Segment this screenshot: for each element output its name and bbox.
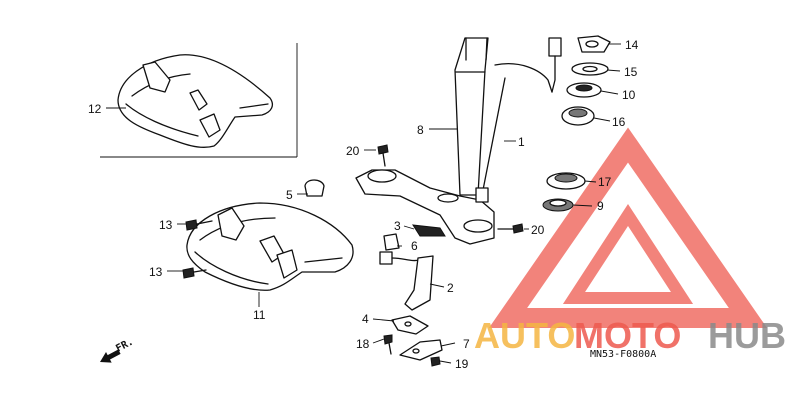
- watermark-word-a: AUTO: [474, 315, 575, 356]
- wire-harness-part: [475, 37, 562, 203]
- callout-1: 1: [518, 135, 525, 149]
- screw-part-19: [430, 356, 441, 367]
- callout-6: 6: [411, 239, 418, 253]
- adjusting-nut-part: [566, 82, 602, 98]
- cable-guide-part: [412, 224, 446, 237]
- callout-16: 16: [612, 115, 626, 129]
- callout-17: 17: [598, 175, 612, 189]
- bracket-part-7: [399, 339, 443, 361]
- leader-lines: [106, 43, 621, 364]
- front-arrow-icon: [100, 349, 121, 363]
- fender-main-part: [186, 202, 354, 291]
- callout-7: 7: [463, 337, 470, 351]
- bolt-part-13-lower: [182, 267, 207, 279]
- callout-18: 18: [356, 337, 370, 351]
- watermark-text: AUTO MOTO HUB: [474, 315, 786, 356]
- bearing-race-part: [546, 172, 586, 190]
- bracket-part-4: [391, 315, 429, 335]
- callout-10: 10: [622, 88, 636, 102]
- bolt-part-20-upper: [377, 144, 389, 167]
- callout-13-upper: 13: [159, 218, 173, 232]
- lock-washer-part: [571, 62, 609, 76]
- screw-part-18: [383, 334, 393, 355]
- steering-bearing-part: [542, 198, 574, 212]
- callout-20-upper: 20: [346, 144, 360, 158]
- callout-13-lower: 13: [149, 265, 163, 279]
- callout-11: 11: [253, 308, 266, 322]
- callout-12: 12: [88, 102, 102, 116]
- callout-8: 8: [417, 123, 424, 137]
- inset-frame: [100, 43, 298, 158]
- stem-nut-part: [577, 35, 611, 53]
- watermark-word-c: HUB: [708, 315, 786, 356]
- part-code: MN53-F0800A: [590, 349, 656, 360]
- callout-14: 14: [625, 38, 639, 52]
- fender-upper-part: [117, 54, 273, 149]
- callout-5: 5: [286, 188, 293, 202]
- callout-20-lower: 20: [531, 223, 545, 237]
- watermark-word-b: MOTO: [574, 315, 681, 356]
- bolt-part-20-lower: [497, 223, 524, 234]
- steering-stem-part: [454, 37, 489, 196]
- callout-4: 4: [362, 312, 369, 326]
- clip-part: [383, 233, 400, 251]
- callout-9: 9: [597, 199, 604, 213]
- callout-2: 2: [447, 281, 454, 295]
- callout-19: 19: [455, 357, 469, 371]
- sensor-part: [379, 251, 434, 311]
- callout-3: 3: [394, 219, 401, 233]
- bolt-part-13-upper: [185, 219, 213, 231]
- watermark-logo-icon: [488, 127, 768, 328]
- clamp-part: [304, 179, 325, 197]
- dust-seal-part: [561, 106, 595, 126]
- callout-15: 15: [624, 65, 638, 79]
- front-marker-label: FR.: [114, 336, 135, 354]
- lower-bracket-part: [355, 169, 495, 245]
